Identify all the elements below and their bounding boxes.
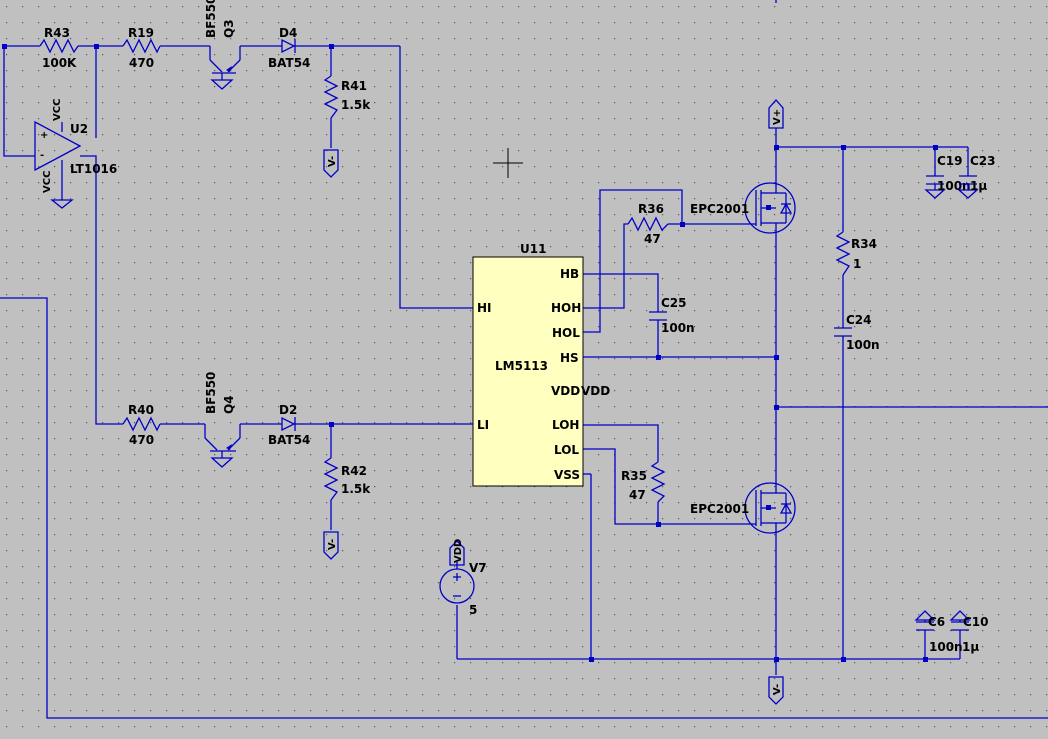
resistor-r19[interactable]: R19 470: [122, 26, 161, 70]
wires[interactable]: [0, 0, 1048, 719]
r42-ref: R42: [341, 464, 367, 478]
c6-value: 100n: [929, 640, 963, 654]
r34-value: 1: [853, 257, 861, 271]
d2-ref: D2: [279, 403, 297, 417]
port-vminus-label: V-: [327, 156, 338, 167]
c23-value: 1µ: [970, 179, 987, 193]
c24-value: 100n: [846, 338, 880, 352]
u11-pin-hs: HS: [560, 351, 579, 365]
port-vminus-label-2: V-: [327, 539, 338, 550]
r40-ref: R40: [128, 403, 154, 417]
mosfet-low-side[interactable]: EPC2001: [690, 482, 796, 534]
c19-value: 100n: [937, 179, 971, 193]
q4-value: BF550: [204, 372, 218, 414]
v7-value: 5: [469, 603, 477, 617]
u11-pin-vss: VSS: [554, 468, 580, 482]
capacitor-c24[interactable]: C24 100n: [834, 313, 880, 352]
capacitor-c25[interactable]: C25 100n: [649, 296, 695, 335]
r43-value: 100K: [42, 56, 77, 70]
q4-ref: Q4: [222, 395, 236, 414]
m-high-value: EPC2001: [690, 202, 749, 216]
u11-pin-hi: HI: [477, 301, 492, 315]
r42-value: 1.5k: [341, 482, 371, 496]
port-vminus-bottom[interactable]: V-: [768, 676, 784, 705]
capacitor-c23[interactable]: C23 1µ: [957, 154, 996, 199]
r41-value: 1.5k: [341, 98, 371, 112]
u2-minus: -: [40, 150, 44, 161]
c25-value: 100n: [661, 321, 695, 335]
q3-ref: Q3: [222, 19, 236, 38]
v7-ref: V7: [469, 561, 487, 575]
resistor-r41[interactable]: R41 1.5k: [323, 75, 371, 119]
u11-pin-loh: LOH: [552, 418, 579, 432]
port-vplus-label: V+: [772, 109, 783, 125]
r41-ref: R41: [341, 79, 367, 93]
resistor-r35[interactable]: R35 47: [621, 461, 666, 503]
u11-pin-li: LI: [477, 418, 489, 432]
resistor-r36[interactable]: R36 47: [627, 202, 669, 246]
r36-value: 47: [644, 232, 661, 246]
port-vminus-r42[interactable]: V-: [323, 531, 339, 560]
d4-ref: D4: [279, 26, 297, 40]
u11-vdd-net: VDD: [581, 384, 610, 398]
diode-d4[interactable]: D4 BAT54: [268, 26, 310, 70]
u11-pin-hoh: HOH: [551, 301, 581, 315]
resistor-r43[interactable]: R43 100K: [39, 26, 79, 70]
u2-plus: +: [40, 130, 48, 141]
capacitor-c6[interactable]: C6 100n: [914, 610, 963, 654]
u2-value: LT1016: [70, 162, 117, 176]
c10-ref: C10: [963, 615, 989, 629]
r19-value: 470: [129, 56, 154, 70]
transistor-q3[interactable]: BF550 Q3: [204, 0, 241, 90]
u11-ref: U11: [520, 242, 546, 256]
u11-pin-vdd: VDD: [551, 384, 580, 398]
ic-u11[interactable]: U11 LM5113 HI LI HB HOH HOL HS VDD VDD L…: [472, 242, 610, 487]
r34-ref: R34: [851, 237, 877, 251]
transistor-q4[interactable]: BF550 Q4: [204, 372, 241, 468]
c10-value: 1µ: [962, 640, 979, 654]
r43-ref: R43: [44, 26, 70, 40]
capacitor-c10[interactable]: C10 1µ: [949, 610, 989, 654]
resistor-r42[interactable]: R42 1.5k: [323, 457, 371, 501]
c19-ref: C19: [937, 154, 963, 168]
resistor-r34[interactable]: R34 1: [835, 231, 877, 276]
q3-value: BF550: [204, 0, 218, 38]
u11-pin-hol: HOL: [552, 326, 580, 340]
r36-ref: R36: [638, 202, 664, 216]
mosfet-high-side[interactable]: EPC2001: [690, 182, 796, 234]
u2-vcc-top: VCC: [52, 99, 63, 121]
c6-ref: C6: [928, 615, 945, 629]
d2-value: BAT54: [268, 433, 310, 447]
v7-net: VDD: [453, 539, 464, 563]
u2-vcc-bottom: VCC: [42, 171, 53, 193]
c24-ref: C24: [846, 313, 872, 327]
port-vplus[interactable]: V+: [768, 99, 784, 129]
r40-value: 470: [129, 433, 154, 447]
port-vminus-r41[interactable]: V-: [323, 149, 339, 178]
resistor-r40[interactable]: R40 470: [122, 403, 161, 447]
u2-ref: U2: [70, 122, 88, 136]
m-low-value: EPC2001: [690, 502, 749, 516]
comparator-u2[interactable]: + - VCC VCC U2 LT1016: [30, 99, 117, 209]
u11-value: LM5113: [495, 359, 548, 373]
r35-ref: R35: [621, 469, 647, 483]
r19-ref: R19: [128, 26, 154, 40]
port-vminus-label-3: V-: [772, 684, 783, 695]
u11-pin-lol: LOL: [554, 443, 579, 457]
junction-dots: [2, 44, 938, 662]
voltage-source-v7[interactable]: VDD V7 5: [439, 539, 487, 617]
c23-ref: C23: [970, 154, 996, 168]
diode-d2[interactable]: D2 BAT54: [268, 403, 310, 447]
c25-ref: C25: [661, 296, 687, 310]
u11-pin-hb: HB: [560, 267, 579, 281]
r35-value: 47: [629, 488, 646, 502]
crosshair-cursor: [493, 148, 523, 178]
d4-value: BAT54: [268, 56, 310, 70]
